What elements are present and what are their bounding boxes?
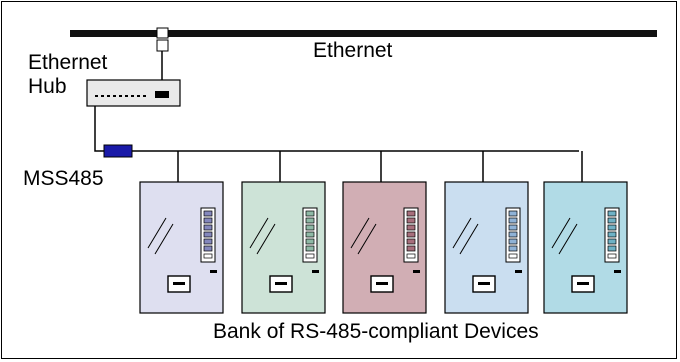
coin-slot <box>406 253 416 259</box>
rs485-device <box>543 181 628 314</box>
selection-button <box>607 224 617 231</box>
rs485-device <box>342 181 427 314</box>
selection-button <box>203 217 213 224</box>
status-indicator <box>312 270 319 273</box>
dispense-tray-slot <box>173 282 185 285</box>
selection-button <box>508 238 518 245</box>
glass-reflection <box>350 217 377 255</box>
dispense-tray-slot <box>478 282 490 285</box>
ethernet-bus <box>70 30 657 37</box>
selection-button <box>508 245 518 252</box>
selection-button <box>508 210 518 217</box>
selection-button <box>607 231 617 238</box>
device-bank-label: Bank of RS-485-compliant Devices <box>213 320 539 343</box>
status-indicator <box>210 270 217 273</box>
selection-button <box>305 224 315 231</box>
coin-slot <box>607 253 617 259</box>
selection-button <box>607 238 617 245</box>
glass-reflection <box>147 217 174 255</box>
status-indicator <box>614 270 621 273</box>
hub-label-line1: Ethernet <box>28 51 108 74</box>
rs485-device <box>139 181 224 314</box>
glass-reflection <box>249 217 276 255</box>
selection-button <box>406 238 416 245</box>
hub-ports <box>95 95 146 97</box>
selection-button <box>607 210 617 217</box>
selection-button <box>406 231 416 238</box>
transceiver-bottom <box>156 39 169 52</box>
dispense-tray-slot <box>275 282 287 285</box>
selection-button <box>508 224 518 231</box>
selection-button <box>508 231 518 238</box>
coin-slot <box>203 253 213 259</box>
status-indicator <box>515 270 522 273</box>
mss485-converter <box>103 144 133 158</box>
device-bank <box>139 181 628 314</box>
selection-button <box>305 245 315 252</box>
rs485-device <box>241 181 326 314</box>
selection-button <box>203 210 213 217</box>
mss485-label: MSS485 <box>23 167 104 190</box>
selection-button <box>607 245 617 252</box>
hub-status-led <box>155 91 169 98</box>
dispense-tray-slot <box>376 282 388 285</box>
selection-button <box>406 245 416 252</box>
selection-button <box>305 231 315 238</box>
glass-reflection <box>452 217 479 255</box>
selection-button <box>305 217 315 224</box>
selection-button <box>406 210 416 217</box>
hub-label-line2: Hub <box>28 75 67 98</box>
selection-button <box>406 224 416 231</box>
dispense-tray-slot <box>577 282 589 285</box>
coin-slot <box>305 253 315 259</box>
selection-button <box>203 224 213 231</box>
ethernet-label: Ethernet <box>313 39 393 62</box>
selection-button <box>305 238 315 245</box>
selection-button <box>203 231 213 238</box>
selection-button <box>203 238 213 245</box>
selection-button <box>508 217 518 224</box>
selection-button <box>305 210 315 217</box>
selection-button <box>607 217 617 224</box>
selection-button <box>406 217 416 224</box>
device-drop-lines <box>177 151 583 182</box>
coin-slot <box>508 253 518 259</box>
hub-to-converter-cable <box>94 106 104 152</box>
status-indicator <box>413 270 420 273</box>
rs485-device <box>444 181 529 314</box>
transceiver-top <box>156 27 169 39</box>
glass-reflection <box>551 217 578 255</box>
selection-button <box>203 245 213 252</box>
